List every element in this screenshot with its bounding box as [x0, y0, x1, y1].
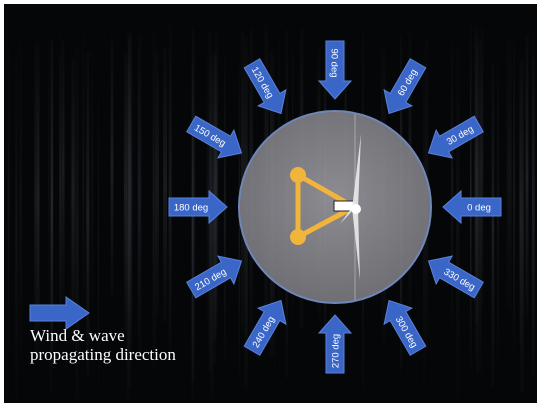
wind-wave-caption: Wind & wave propagating direction: [30, 326, 176, 364]
direction-arrow-label: 270 deg: [331, 334, 342, 368]
background-streak: [223, 56, 226, 363]
direction-arrow-label: 0 deg: [467, 203, 491, 214]
background-streak: [480, 27, 484, 304]
background-streak: [19, 41, 22, 357]
background-streak: [138, 34, 142, 356]
background-streak: [126, 59, 130, 403]
background-streak: [506, 38, 508, 307]
direction-arrow: 180 deg: [168, 189, 228, 225]
background-streak: [36, 42, 40, 358]
background-streak: [59, 54, 62, 322]
direction-arrow-shape: [383, 58, 427, 115]
direction-arrow-shape: [442, 189, 502, 225]
hub: [351, 204, 361, 214]
background-streak: [51, 41, 53, 369]
background-streak: [155, 50, 159, 319]
background-streak: [450, 41, 454, 328]
background-streak: [508, 40, 512, 310]
right-arrow-icon: [29, 296, 90, 330]
background-streak: [86, 51, 90, 378]
blade-lower: [352, 208, 360, 280]
background-streak: [163, 47, 167, 323]
background-streak: [34, 43, 37, 358]
direction-arrow-shape: [168, 189, 228, 225]
direction-arrow-shape: [427, 115, 484, 159]
background-streak: [477, 33, 480, 319]
direction-arrow: 270 deg: [317, 314, 353, 374]
direction-arrow-shape: [317, 40, 353, 100]
background-streak: [169, 26, 172, 350]
platform-column-bottom: [290, 229, 306, 245]
background-streak: [456, 46, 460, 399]
direction-arrow-shape: [383, 299, 427, 356]
platform-column-top: [290, 167, 306, 183]
caption-line-1: Wind & wave: [30, 326, 125, 345]
background-streak: [110, 36, 114, 299]
direction-arrow-shape: [317, 314, 353, 374]
background-streak: [75, 47, 79, 403]
background-streak: [214, 31, 219, 326]
direction-arrow: 300 deg: [383, 299, 427, 356]
background-streak: [525, 33, 529, 318]
background-streak: [71, 58, 75, 321]
background-streak: [470, 24, 472, 369]
floating-platform: [290, 167, 357, 245]
direction-arrow-shape: [243, 58, 287, 115]
background-streak: [15, 57, 18, 402]
background-streak: [128, 36, 132, 387]
blade-upper: [352, 134, 361, 209]
background-streak: [474, 26, 478, 323]
background-streak: [123, 51, 128, 332]
background-streak: [531, 30, 535, 358]
background-streak: [48, 31, 50, 322]
background-streak: [155, 42, 157, 375]
background-streak: [97, 61, 100, 403]
direction-arrow-label: 180 deg: [174, 203, 208, 214]
direction-arrow: 0 deg: [442, 189, 502, 225]
direction-arrow-shape: [186, 115, 243, 159]
background-streak: [91, 49, 93, 318]
background-streak: [191, 63, 194, 403]
background-streak: [62, 40, 65, 302]
direction-arrow-shape: [427, 255, 484, 299]
direction-arrow-label: 90 deg: [329, 48, 340, 77]
direction-arrow-shape: [243, 299, 287, 356]
background-streak: [518, 61, 523, 345]
background-streak: [7, 47, 10, 352]
background-streak: [152, 33, 155, 367]
background-streak: [82, 28, 85, 322]
direction-arrow-shape: [186, 255, 243, 299]
background-streak: [206, 44, 208, 329]
direction-arrow: 90 deg: [317, 40, 353, 100]
caption-line-2: propagating direction: [30, 345, 176, 364]
background-streak: [491, 63, 495, 388]
background-streak: [513, 41, 516, 352]
